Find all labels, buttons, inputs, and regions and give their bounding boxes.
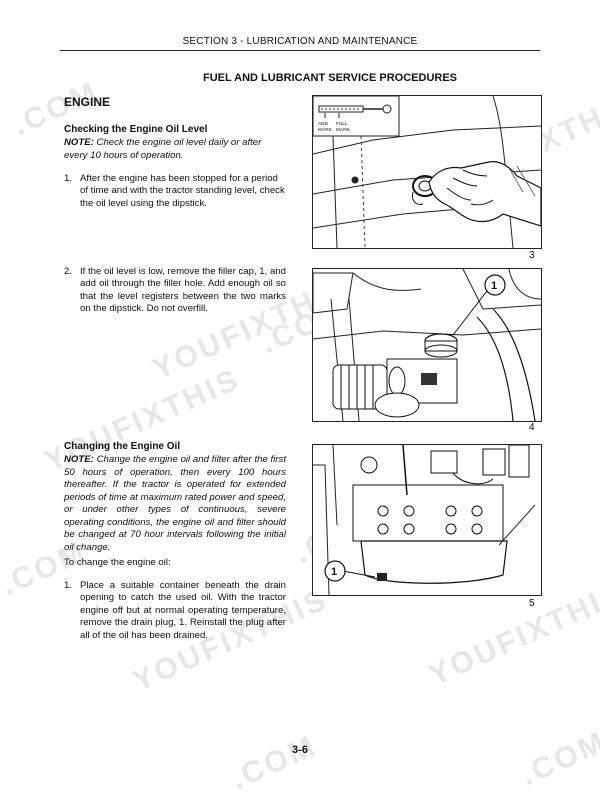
step-text: After the engine has been stopped for a … xyxy=(80,173,285,209)
figure-4-filler-cap: 1 xyxy=(312,268,542,422)
checking-note: NOTE: Check the engine oil level daily o… xyxy=(64,137,286,162)
watermark-com: .COM xyxy=(226,729,322,797)
engine-heading: ENGINE xyxy=(64,95,111,109)
page-number: 3-6 xyxy=(292,744,308,756)
note-text: Check the engine oil level daily or afte… xyxy=(64,137,262,161)
figure-4-number: 4 xyxy=(529,422,535,433)
svg-text:ADD: ADD xyxy=(318,121,329,127)
step-text: If the oil level is low, remove the fill… xyxy=(80,266,286,315)
changing-note: NOTE: Change the engine oil and filter a… xyxy=(64,454,286,554)
figure-5-number: 5 xyxy=(529,598,535,609)
manual-page: .COM YOUFIXTHIS YOUFIXTHIS .COM YOUFIXTH… xyxy=(0,36,600,796)
svg-text:FULL: FULL xyxy=(336,121,348,127)
changing-step-1: 1. Place a suitable container beneath th… xyxy=(64,580,286,642)
checking-step-1: 1. After the engine has been stopped for… xyxy=(64,173,286,210)
note-label: NOTE: xyxy=(64,454,94,465)
figure-3-dipstick: ADD FULL MARK MARK xyxy=(312,95,542,249)
section-header: SECTION 3 - LUBRICATION AND MAINTENANCE xyxy=(182,36,418,47)
step-number: 1. xyxy=(64,173,73,184)
step-number: 2. xyxy=(64,266,73,277)
checking-heading: Checking the Engine Oil Level xyxy=(64,124,208,135)
filler-cap-illustration: 1 xyxy=(313,269,541,421)
changing-intro: To change the engine oil: xyxy=(64,557,171,568)
svg-text:MARK: MARK xyxy=(336,127,351,133)
figure-5-drain-plug: 1 xyxy=(312,444,542,596)
checking-step-2: 2. If the oil level is low, remove the f… xyxy=(64,266,286,316)
figure-5-callout: 1 xyxy=(331,566,337,578)
watermark-com: .COM xyxy=(516,725,600,793)
drain-plug-illustration: 1 xyxy=(313,445,536,595)
dipstick-illustration: ADD FULL MARK MARK xyxy=(313,96,541,248)
page-title: FUEL AND LUBRICANT SERVICE PROCEDURES xyxy=(202,72,458,84)
svg-text:MARK: MARK xyxy=(318,127,333,133)
note-label: NOTE: xyxy=(64,137,94,148)
changing-heading: Changing the Engine Oil xyxy=(64,441,181,452)
header-rule xyxy=(60,50,540,51)
figure-4-callout: 1 xyxy=(491,280,497,292)
figure-3-number: 3 xyxy=(529,250,535,261)
step-number: 1. xyxy=(64,580,73,591)
step-text: Place a suitable container beneath the d… xyxy=(80,580,286,641)
note-text: Change the engine oil and filter after t… xyxy=(64,454,286,553)
